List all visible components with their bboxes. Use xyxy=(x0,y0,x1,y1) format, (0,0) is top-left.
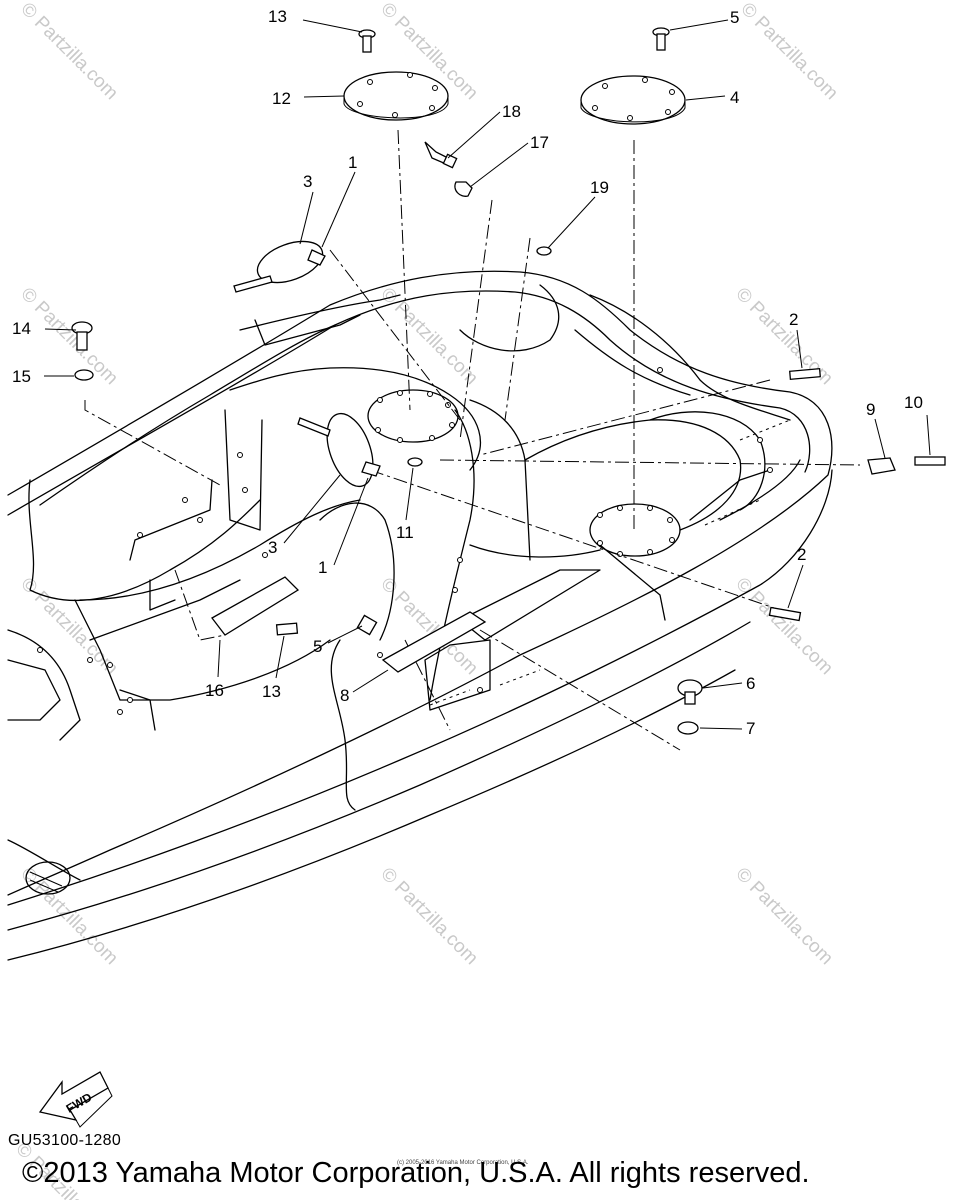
callout-7: 7 xyxy=(746,719,755,738)
bracket-16[interactable] xyxy=(211,576,300,636)
clip-9[interactable] xyxy=(867,457,896,475)
callout-12: 12 xyxy=(272,89,291,108)
watermark-6: © Partzilla.com xyxy=(731,284,836,389)
screw-5-top[interactable] xyxy=(652,27,670,51)
hull-drawing xyxy=(7,270,833,961)
callout-14: 14 xyxy=(12,319,31,338)
callout-19: 19 xyxy=(590,178,609,197)
callout-6: 6 xyxy=(746,674,755,693)
callout-numbers: 13 5 12 4 18 17 3 1 19 14 15 2 9 10 3 11… xyxy=(12,7,923,738)
washer-19[interactable] xyxy=(536,246,552,256)
callout-18: 18 xyxy=(502,102,521,121)
screw-13-bottom[interactable] xyxy=(275,622,299,636)
bolt-14[interactable] xyxy=(71,321,93,351)
watermarks: © Partzilla.com © Partzilla.com © Partzi… xyxy=(11,0,841,1200)
washer-15[interactable] xyxy=(74,369,94,381)
fastener-holes xyxy=(37,367,773,715)
strap-3-top[interactable] xyxy=(233,233,328,293)
diagram-code: GU53100-1280 xyxy=(8,1132,122,1149)
callout-3-top: 3 xyxy=(303,172,312,191)
fine-print: (c) 2005-2016 Yamaha Motor Corporation, … xyxy=(397,1160,529,1166)
watermark-9: © Partzilla.com xyxy=(731,574,836,679)
rivet-18[interactable] xyxy=(424,141,458,169)
watermark-4: © Partzilla.com xyxy=(16,284,121,389)
exploded-view-lines xyxy=(84,129,861,751)
callout-13-top: 13 xyxy=(268,7,287,26)
bracket-8[interactable] xyxy=(381,611,487,673)
clip-17[interactable] xyxy=(454,181,473,197)
callout-15: 15 xyxy=(12,367,31,386)
callout-4: 4 xyxy=(730,88,739,107)
callout-2-bottom: 2 xyxy=(797,545,806,564)
callout-8: 8 xyxy=(340,686,349,705)
watermark-3: © Partzilla.com xyxy=(736,0,841,104)
callout-13-bottom: 13 xyxy=(262,682,281,701)
bolt-6[interactable] xyxy=(677,679,703,705)
rivet-2-top[interactable] xyxy=(789,368,821,380)
callout-1-top: 1 xyxy=(348,153,357,172)
callout-leaders xyxy=(44,19,931,730)
watermark-11: © Partzilla.com xyxy=(376,864,481,969)
parts xyxy=(71,27,946,735)
callout-10: 10 xyxy=(904,393,923,412)
grommet-7[interactable] xyxy=(677,721,699,735)
callout-17: 17 xyxy=(530,133,549,152)
callout-11: 11 xyxy=(396,523,414,542)
callout-5-bottom: 5 xyxy=(313,637,322,656)
callout-5-top: 5 xyxy=(730,8,739,27)
watermark-7: © Partzilla.com xyxy=(16,574,121,679)
screw-5-bottom[interactable] xyxy=(356,614,378,636)
callout-9: 9 xyxy=(866,400,875,419)
screw-13-top[interactable] xyxy=(358,29,376,53)
callout-1-bottom: 1 xyxy=(318,558,327,577)
callout-3-bottom: 3 xyxy=(268,538,277,557)
copyright-notice: ©2013 Yamaha Motor Corporation, U.S.A. A… xyxy=(22,1157,810,1189)
rivet-2-bottom[interactable] xyxy=(768,606,802,622)
watermark-5: © Partzilla.com xyxy=(376,284,481,389)
fwd-arrow-icon: FWD xyxy=(38,1071,113,1128)
washer-11[interactable] xyxy=(407,457,423,467)
watermark-12: © Partzilla.com xyxy=(731,864,836,969)
watermark-1: © Partzilla.com xyxy=(16,0,121,104)
callout-2-top: 2 xyxy=(789,310,798,329)
strap-3-bottom[interactable] xyxy=(297,407,382,492)
callout-16: 16 xyxy=(205,681,224,700)
rivet-10[interactable] xyxy=(914,456,946,466)
